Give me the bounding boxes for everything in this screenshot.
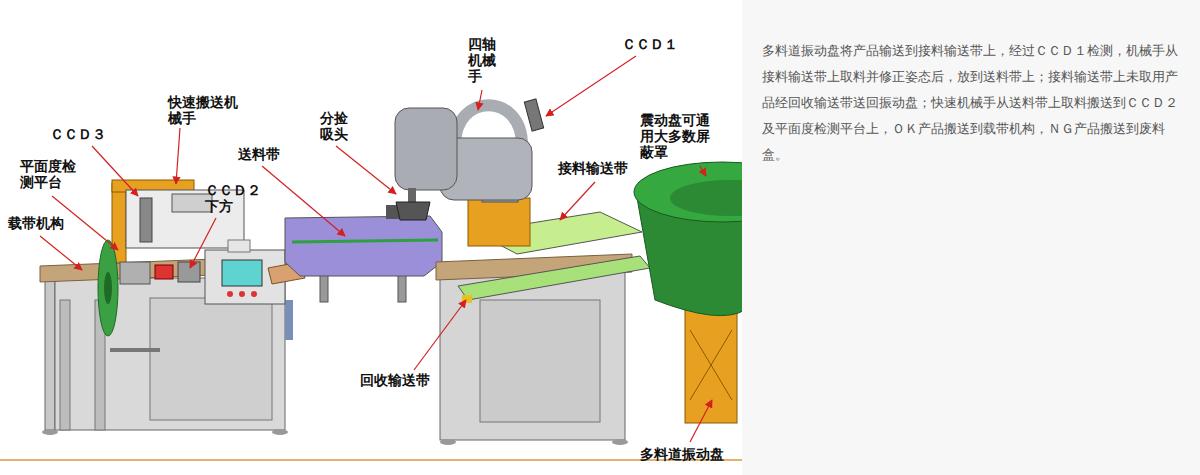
part-label: 震动盘可通用大多数屏蔽罩	[640, 112, 710, 160]
part-label: ＣＣＤ２下方	[205, 182, 261, 214]
right-station	[395, 99, 650, 445]
part-label: 分捡吸头	[320, 110, 348, 142]
part-label: 多料道振动盘	[640, 446, 724, 462]
base-line	[0, 459, 742, 461]
part-label: 载带机构	[8, 215, 64, 231]
part-label: 四轴机械手	[468, 36, 496, 84]
image-panel	[0, 0, 742, 475]
left-station	[40, 180, 293, 435]
vibration-bowl	[634, 162, 742, 423]
description-caption: 多料道振动盘将产品输送到接料输送带上，经过ＣＣＤ１检测，机械手从接料输送带上取料…	[762, 38, 1182, 168]
leader-lines	[40, 56, 712, 442]
part-label: ＣＣＤ３	[50, 126, 106, 142]
part-label: 平面度检测平台	[20, 158, 76, 190]
part-label: 快速搬送机械手	[168, 94, 238, 126]
part-label: 送料带	[238, 146, 280, 162]
part-label: 接料输送带	[558, 160, 628, 176]
part-label: ＣＣＤ１	[622, 36, 678, 52]
part-label: 回收输送带	[360, 372, 430, 388]
